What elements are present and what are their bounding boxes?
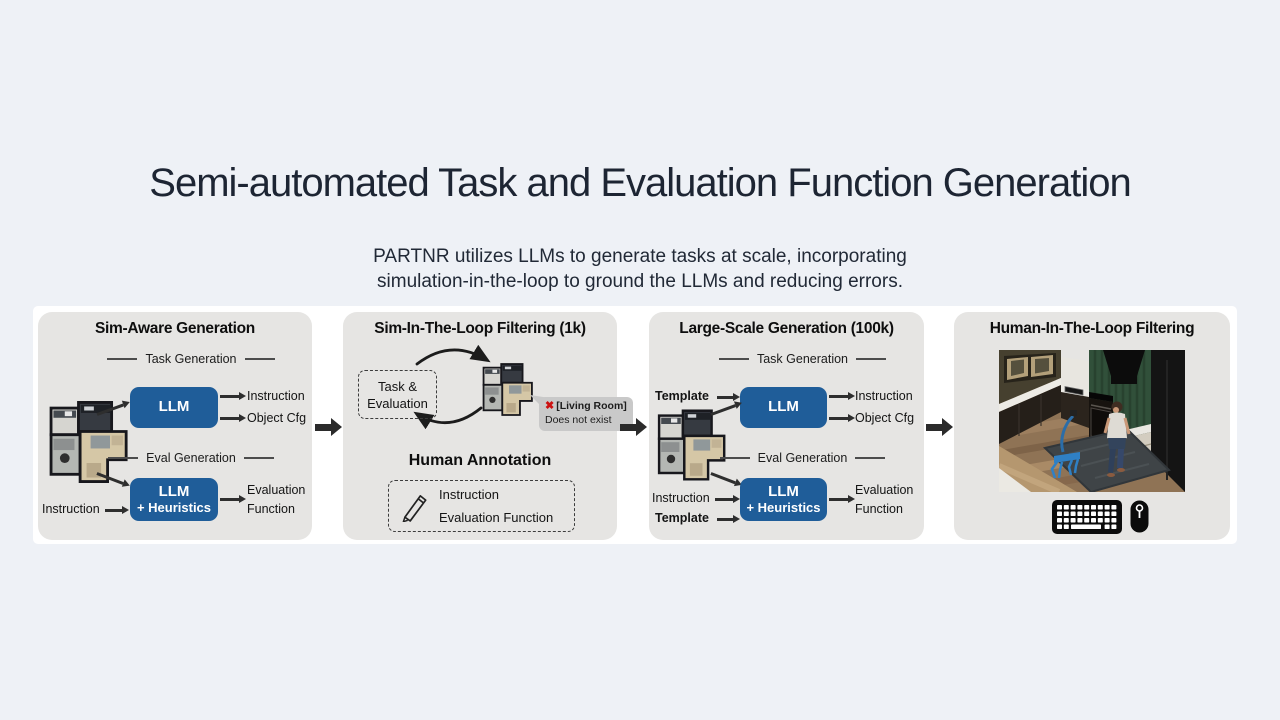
- eval-generation-header: Eval Generation: [683, 451, 922, 465]
- input-instruction-label: Instruction: [42, 502, 100, 516]
- panel-title: Sim-Aware Generation: [95, 320, 255, 337]
- arrow-input-instruction-icon: [105, 509, 122, 512]
- panel-sim-aware-generation: Sim-Aware Generation Task Generation LLM…: [38, 312, 312, 540]
- flow-arrow-icon: [926, 418, 953, 436]
- annotation-evaluation-function-label: Evaluation Function: [439, 510, 554, 525]
- llm-box: LLM: [740, 387, 827, 428]
- output-instruction-label: Instruction: [247, 389, 305, 403]
- llm-box: LLM: [130, 387, 218, 428]
- error-text-label: Does not exist: [545, 413, 612, 426]
- output-evaluation-label-2: Function: [247, 502, 295, 516]
- panel-large-scale-generation: Large-Scale Generation (100k) Task Gener…: [649, 312, 924, 540]
- arrow-template-icon: [717, 396, 733, 399]
- arrow-instruction-icon: [220, 395, 239, 398]
- divider-line: [244, 358, 275, 360]
- keyboard-icon: [1052, 500, 1122, 534]
- output-evaluation-label-1: Evaluation: [247, 483, 306, 497]
- panel-title: Sim-In-The-Loop Filtering (1k): [374, 320, 586, 337]
- subtitle-line-2: simulation-in-the-loop to ground the LLM…: [377, 271, 903, 292]
- floorplan-thumbnail: [482, 362, 534, 417]
- human-figure: [1103, 401, 1131, 477]
- task-and-evaluation-box: Task & Evaluation: [358, 370, 437, 419]
- eval-generation-header: Eval Generation: [72, 451, 310, 465]
- divider-line: [108, 457, 139, 459]
- robot-figure: [1050, 410, 1080, 479]
- divider-line: [243, 457, 274, 459]
- task-generation-header: Task Generation: [72, 352, 310, 366]
- divider-line: [855, 457, 886, 459]
- task-generation-header: Task Generation: [683, 352, 922, 366]
- arrow-object-cfg-icon: [220, 417, 239, 420]
- output-instruction-label: Instruction: [855, 389, 913, 403]
- output-object-cfg-label: Object Cfg: [247, 411, 307, 425]
- floorplan-thumbnail: [657, 408, 727, 482]
- floorplan-thumbnail: [48, 400, 130, 484]
- llm-heuristics-box: LLM + Heuristics: [130, 478, 218, 521]
- divider-line: [856, 358, 887, 360]
- error-room-label: [Living Room]: [556, 400, 627, 412]
- flow-arrow-icon: [620, 418, 647, 436]
- arrow-object-cfg-icon: [829, 417, 848, 420]
- flow-arrow-icon: [315, 418, 342, 436]
- input-instruction-label: Instruction: [652, 491, 710, 505]
- human-annotation-title: Human Annotation: [408, 452, 552, 469]
- output-evaluation-label-1: Evaluation: [855, 483, 914, 497]
- subtitle: PARTNR utilizes LLMs to generate tasks a…: [0, 244, 1280, 294]
- divider-line: [719, 457, 750, 459]
- annotation-instruction-label: Instruction: [439, 487, 499, 502]
- cycle-arrows-icon: [413, 344, 491, 430]
- mouse-icon: [1130, 500, 1149, 533]
- output-object-cfg-label: Object Cfg: [855, 411, 915, 425]
- input-template-label: Template: [655, 511, 709, 525]
- panel-title: Large-Scale Generation (100k): [679, 320, 894, 337]
- arrow-input-instruction-icon: [715, 498, 733, 501]
- input-template-label: Template: [655, 389, 709, 403]
- llm-heuristics-box: LLM + Heuristics: [740, 478, 827, 521]
- panel-human-in-the-loop-filtering: Human-In-The-Loop Filtering: [954, 312, 1230, 540]
- page-title: Semi-automated Task and Evaluation Funct…: [149, 161, 1131, 205]
- subtitle-line-1: PARTNR utilizes LLMs to generate tasks a…: [373, 246, 907, 267]
- panel-sim-in-the-loop-filtering: Sim-In-The-Loop Filtering (1k) Task & Ev…: [343, 312, 633, 540]
- divider-line: [718, 358, 749, 360]
- human-annotation-box: Instruction Evaluation Function: [388, 480, 575, 532]
- arrow-input-template-icon: [717, 518, 733, 521]
- kitchen-scene-image: [999, 350, 1185, 492]
- divider-line: [107, 358, 138, 360]
- output-evaluation-label-2: Function: [855, 502, 903, 516]
- panel-title: Human-In-The-Loop Filtering: [989, 320, 1195, 337]
- error-x-icon: ✖: [545, 400, 555, 412]
- pencil-icon: [402, 495, 427, 522]
- arrow-evaluation-icon: [829, 498, 848, 501]
- error-speech-bubble: ✖[Living Room] Does not exist: [530, 395, 633, 431]
- arrow-instruction-icon: [829, 395, 848, 398]
- arrow-evaluation-icon: [220, 498, 239, 501]
